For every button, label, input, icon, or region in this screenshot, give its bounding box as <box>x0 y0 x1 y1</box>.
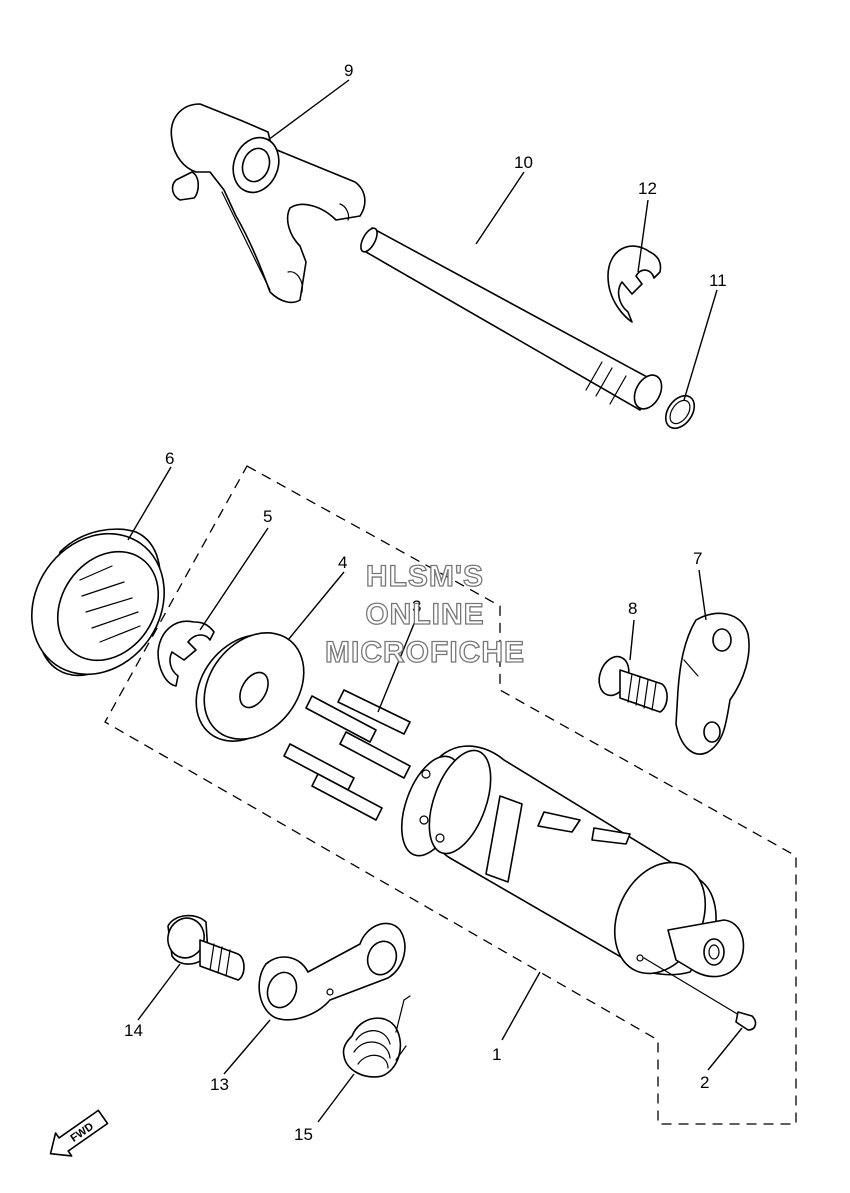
part-4-washer[interactable] <box>176 613 325 761</box>
part-13-stopper-lever[interactable] <box>258 922 406 1021</box>
part-1-shift-drum[interactable] <box>390 742 745 988</box>
part-14-bolt[interactable] <box>163 914 245 981</box>
fwd-arrow-icon: FWD <box>49 1109 109 1157</box>
part-7-stopper-plate[interactable] <box>675 612 750 755</box>
watermark-line-2: ONLINE <box>365 598 484 631</box>
part-5-circlip[interactable] <box>157 620 215 687</box>
callout-5: 5 <box>263 507 272 526</box>
part-11-o-ring[interactable] <box>660 390 700 433</box>
callout-4: 4 <box>338 553 347 572</box>
callout-6: 6 <box>165 449 174 468</box>
part-3-pins[interactable] <box>283 689 411 821</box>
callout-9: 9 <box>344 61 353 80</box>
callout-1: 1 <box>492 1045 501 1064</box>
part-2-pin[interactable] <box>643 957 757 1031</box>
callout-11: 11 <box>709 271 727 290</box>
part-8-bolt[interactable] <box>594 652 668 713</box>
part-10-shift-shaft[interactable] <box>358 226 667 414</box>
callout-labels: 9 10 12 11 6 5 4 3 7 8 1 2 14 13 15 <box>124 61 727 1144</box>
callout-2: 2 <box>700 1073 709 1092</box>
callout-13: 13 <box>210 1075 229 1094</box>
watermark: HLSM'S ONLINE MICROFICHE <box>324 559 525 669</box>
part-12-circlip[interactable] <box>607 245 662 323</box>
callout-7: 7 <box>693 549 702 568</box>
callout-12: 12 <box>638 179 657 198</box>
callout-10: 10 <box>514 153 533 172</box>
callout-8: 8 <box>628 599 637 618</box>
part-6-bearing[interactable] <box>5 508 191 700</box>
part-9-shift-lever[interactable] <box>170 103 366 304</box>
callout-3: 3 <box>412 597 421 616</box>
watermark-line-1: HLSM'S <box>366 560 484 593</box>
callout-14: 14 <box>124 1021 143 1040</box>
part-15-spring[interactable] <box>342 995 411 1078</box>
callout-15: 15 <box>294 1125 313 1144</box>
watermark-line-3: MICROFICHE <box>325 636 525 669</box>
leader-lines <box>127 79 743 1123</box>
